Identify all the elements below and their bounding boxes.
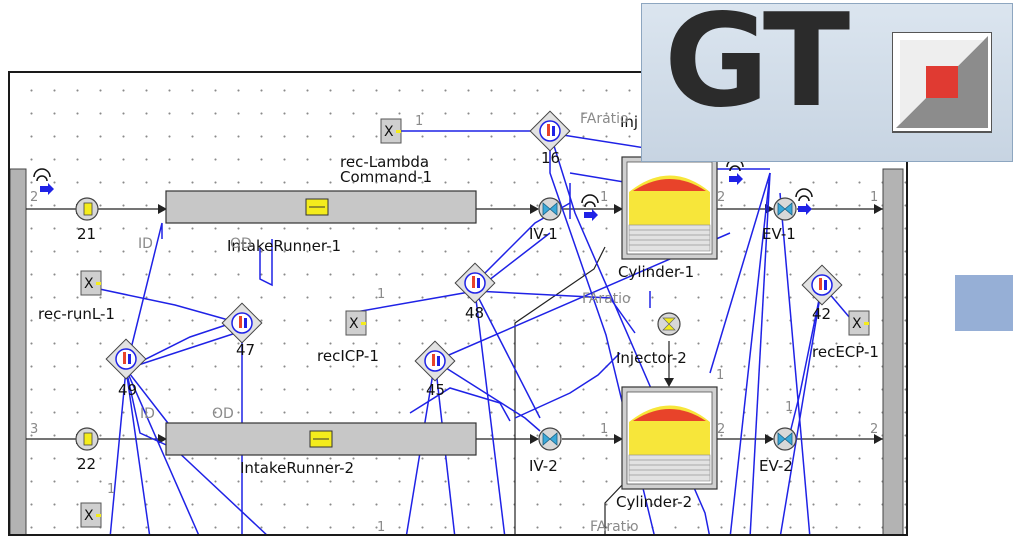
injector-2[interactable] [657, 312, 681, 336]
label-sensor-48: 48 [465, 304, 484, 322]
label-iv-2: IV-2 [529, 457, 558, 475]
sensor-48[interactable] [454, 262, 496, 304]
label-sensor-42: 42 [812, 305, 831, 323]
port-label-1: 1 [415, 114, 423, 129]
svg-text:X: X [384, 124, 394, 140]
cylinder-1[interactable] [621, 156, 718, 260]
port-label-1: 1 [107, 482, 115, 497]
label-injector-1: Inj [620, 113, 638, 131]
label-cylinder-2: Cylinder-2 [616, 493, 692, 511]
svg-text:X: X [84, 508, 94, 524]
logo-text: GT [664, 0, 850, 136]
svg-text:X: X [349, 316, 359, 332]
receiver-rec-icp[interactable]: X [345, 310, 367, 336]
receiver-rec-ecp[interactable]: X [848, 310, 870, 336]
port-label-2: 2 [870, 422, 878, 437]
receiver-rec-runl[interactable]: X [80, 270, 102, 296]
gt-logo: GT [641, 0, 1013, 162]
port-label-2: 2 [30, 190, 38, 205]
receiver-bottom-left[interactable]: X [80, 502, 102, 528]
wireless-signal-icon [33, 158, 813, 208]
valve-ev-2[interactable] [773, 427, 797, 451]
valve-iv-2[interactable] [538, 427, 562, 451]
port-label-1: 1 [600, 422, 608, 437]
sensor-42[interactable] [801, 264, 843, 306]
svg-text:X: X [852, 316, 862, 332]
label-sensor-47: 47 [236, 341, 255, 359]
port-label-1: 1 [785, 400, 793, 415]
label-intake-runner-2: IntakeRunner-2 [240, 459, 354, 477]
label-sensor-49: 49 [118, 381, 137, 399]
label-iv-1: IV-1 [529, 225, 558, 243]
label-intake-runner-1: IntakeRunner-1 [227, 237, 341, 255]
label-rec-icp: recICP-1 [317, 347, 379, 365]
port-label-1: 1 [600, 190, 608, 205]
right-boundary-bar [882, 168, 904, 534]
port-label-faratio: FAratio [580, 111, 629, 127]
logo-square-icon [892, 32, 992, 133]
label-rec-ecp: recECP-1 [812, 343, 879, 361]
port-label-faratio: FAratio [582, 291, 631, 307]
label-injector-2: Injector-2 [616, 349, 687, 367]
end-environment-22[interactable] [75, 427, 99, 451]
port-label-1: 1 [870, 190, 878, 205]
model-map-svg: X X X X X [10, 110, 904, 535]
svg-text:X: X [84, 276, 94, 292]
label-ev-2: EV-2 [759, 457, 793, 475]
label-sensor-45: 45 [426, 381, 445, 399]
cylinder-2[interactable] [621, 386, 718, 490]
port-label-1: 1 [377, 520, 385, 535]
port-label-2: 2 [717, 422, 725, 437]
label-21: 21 [77, 225, 96, 243]
left-boundary-bar [10, 168, 27, 534]
port-label-od: OD [230, 236, 252, 252]
wireless-arrow-icon [40, 173, 812, 221]
receiver-rec-lambda[interactable]: X [380, 118, 402, 144]
label-22: 22 [77, 455, 96, 473]
sensor-49[interactable] [105, 338, 147, 380]
label-ev-1: EV-1 [762, 225, 796, 243]
valve-ev-1[interactable] [773, 197, 797, 221]
port-label-2: 2 [717, 190, 725, 205]
intake-runner-2[interactable] [165, 422, 477, 456]
valve-iv-1[interactable] [538, 197, 562, 221]
intake-runner-1[interactable] [165, 190, 477, 224]
label-rec-lambda-line2: Command-1 [340, 168, 432, 186]
side-tab[interactable] [955, 275, 1013, 331]
port-label-1: 1 [716, 368, 724, 383]
port-label-id: ID [140, 406, 155, 422]
port-label-faratio: FAratio [590, 519, 639, 535]
sensor-45[interactable] [414, 340, 456, 382]
sensor-16[interactable] [529, 110, 571, 152]
sensor-47[interactable] [221, 302, 263, 344]
end-environment-21[interactable] [75, 197, 99, 221]
label-rec-lambda-line1: rec-Lambda [340, 153, 429, 171]
port-label-1: 1 [377, 287, 385, 302]
label-sensor-16: 16 [541, 149, 560, 167]
label-cylinder-1: Cylinder-1 [618, 263, 694, 281]
port-label-od: OD [212, 406, 234, 422]
port-label-3: 3 [30, 422, 38, 437]
port-label-id: ID [138, 236, 153, 252]
label-rec-runl: rec-runL-1 [38, 305, 115, 323]
